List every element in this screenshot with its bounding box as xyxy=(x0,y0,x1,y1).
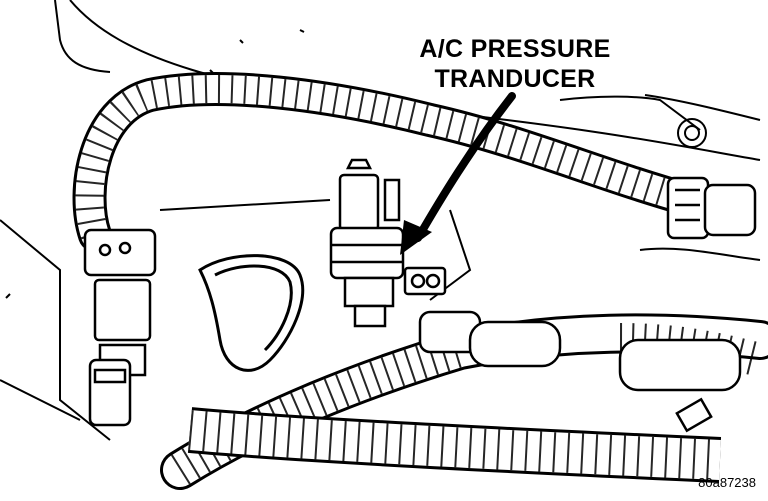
pressure-transducer xyxy=(329,158,447,328)
hose-loop xyxy=(198,254,305,372)
callout-arrow xyxy=(400,92,516,255)
wiring-harness xyxy=(72,72,707,252)
callout-label-line-1: A/C PRESSURE xyxy=(419,35,611,63)
figure-id: 80a87238 xyxy=(698,475,756,490)
lower-hose xyxy=(187,407,722,483)
edge-mark xyxy=(5,293,11,299)
harness-clamp xyxy=(666,176,757,240)
line-coupler xyxy=(418,310,742,433)
electrical-connector xyxy=(83,228,157,427)
callout-label-line-2: TRANDUCER xyxy=(434,65,596,93)
